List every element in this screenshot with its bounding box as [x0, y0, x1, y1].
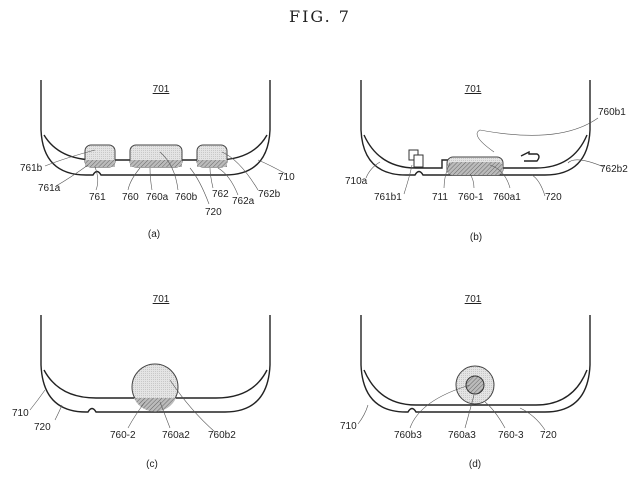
label-761b: 761b — [20, 163, 43, 174]
panel-d-caption: (d) — [469, 459, 481, 470]
label-760a1: 760a1 — [493, 192, 521, 203]
panel-a-caption: (a) — [148, 229, 160, 240]
panel-c-ref: 701 — [153, 294, 170, 305]
label-761a: 761a — [38, 183, 61, 194]
panel-d: 701 710 760b3 760a3 760-3 720 (d) — [340, 294, 591, 470]
label-760a: 760a — [146, 192, 169, 203]
panel-b-caption: (b) — [470, 232, 482, 243]
label-710a: 710a — [345, 176, 368, 187]
label-720: 720 — [540, 430, 557, 441]
label-710: 710 — [278, 172, 295, 183]
label-710: 710 — [340, 421, 357, 432]
label-760-1: 760-1 — [458, 192, 484, 203]
label-762a: 762a — [232, 196, 255, 207]
label-710: 710 — [12, 408, 29, 419]
panel-c: 701 710 720 760-2 760a2 760b2 (c) — [12, 294, 271, 470]
label-762b2: 762b2 — [600, 164, 628, 175]
panel-a-ref: 701 — [153, 84, 170, 95]
figure-title: FIG. 7 — [289, 7, 351, 26]
label-760a2: 760a2 — [162, 430, 190, 441]
label-760-3: 760-3 — [498, 430, 524, 441]
panel-a: 701 761b 761a 761 760 760a 760b 720 762 … — [20, 80, 295, 240]
label-720: 720 — [205, 207, 222, 218]
label-762: 762 — [212, 189, 229, 200]
leader-lines-a — [44, 149, 287, 205]
label-761: 761 — [89, 192, 106, 203]
leader-lines-d — [357, 384, 546, 431]
panel-c-caption: (c) — [146, 459, 158, 470]
label-760-2: 760-2 — [110, 430, 136, 441]
label-760a3: 760a3 — [448, 430, 476, 441]
panel-b-ref: 701 — [465, 84, 482, 95]
label-761b1: 761b1 — [374, 192, 402, 203]
device-outline-c — [40, 315, 271, 413]
device-outline-b — [360, 80, 591, 176]
panel-b: 701 760b1 762b2 710a 761b1 711 760-1 760… — [345, 80, 628, 243]
label-762b: 762b — [258, 189, 281, 200]
label-760: 760 — [122, 192, 139, 203]
device-outline-a — [40, 80, 271, 176]
label-760b2: 760b2 — [208, 430, 236, 441]
panel-d-ref: 701 — [465, 294, 482, 305]
device-outline-d — [360, 315, 591, 413]
label-720: 720 — [34, 422, 51, 433]
label-760b1: 760b1 — [598, 107, 626, 118]
label-711: 711 — [432, 192, 448, 203]
leader-lines-b — [365, 117, 605, 197]
label-760b3: 760b3 — [394, 430, 422, 441]
leader-lines-c — [29, 379, 216, 433]
label-720: 720 — [545, 192, 562, 203]
back-icon — [520, 150, 540, 162]
label-760b: 760b — [175, 192, 198, 203]
